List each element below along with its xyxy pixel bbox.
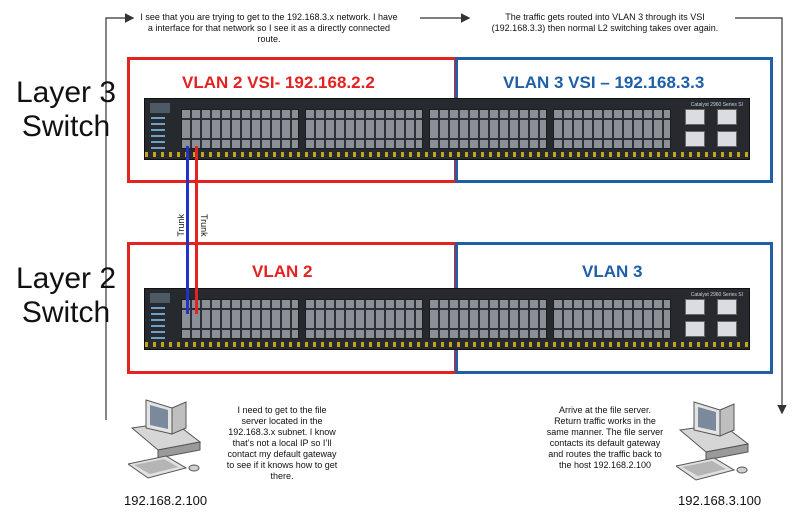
sfp-port-icon <box>685 131 705 147</box>
port-group <box>553 109 671 149</box>
status-leds-icon <box>151 307 165 341</box>
port-group <box>429 299 547 339</box>
port-group <box>429 109 547 149</box>
trunk-cable-blue <box>186 146 189 314</box>
note-host-request: I need to get to the file server located… <box>226 405 338 481</box>
layer3-label: Layer 3 Switch <box>15 76 117 143</box>
trunk-label: Trunk <box>176 214 186 237</box>
sfp-port-icon <box>717 109 737 125</box>
sfp-port-icon <box>717 299 737 315</box>
layer2-switch: Catalyst 2960 Series SI <box>144 288 750 350</box>
host-computer-icon <box>128 399 202 479</box>
port-group <box>553 299 671 339</box>
vlan3-title: VLAN 3 <box>582 262 643 281</box>
layer2-label: Layer 2 Switch <box>15 262 117 329</box>
note-file-server: Arrive at the file server. Return traffi… <box>546 405 664 470</box>
server-computer-icon <box>676 401 750 481</box>
status-leds-icon <box>151 117 165 151</box>
note-router: I see that you are trying to get to the … <box>140 12 398 44</box>
layer3-switch: Catalyst 2960 Series SI <box>144 98 750 160</box>
switch-bezel <box>145 152 749 157</box>
port-group <box>305 299 423 339</box>
cisco-logo-icon <box>150 103 170 113</box>
sfp-port-icon <box>717 131 737 147</box>
vlan3-vsi-title: VLAN 3 VSI – 192.168.3.3 <box>503 73 705 92</box>
flow-line-up <box>105 13 135 420</box>
cisco-logo-icon <box>150 293 170 303</box>
sfp-port-icon <box>685 321 705 337</box>
trunk-label: Trunk <box>199 214 209 237</box>
note-routing-vsi: The traffic gets routed into VLAN 3 thro… <box>491 12 719 33</box>
port-group <box>181 109 299 149</box>
sfp-port-icon <box>685 109 705 125</box>
vlan2-vsi-title: VLAN 2 VSI- 192.168.2.2 <box>182 73 375 92</box>
sfp-port-icon <box>717 321 737 337</box>
host-ip-left: 192.168.2.100 <box>124 493 208 508</box>
switch-bezel <box>145 342 749 347</box>
port-group <box>305 109 423 149</box>
vlan2-title: VLAN 2 <box>252 262 313 281</box>
port-group <box>181 299 299 339</box>
sfp-port-icon <box>685 299 705 315</box>
flow-line-down <box>735 17 787 415</box>
switch-model-label: Catalyst 2960 Series SI <box>690 292 743 298</box>
switch-model-label: Catalyst 2960 Series SI <box>690 102 743 108</box>
host-ip-right: 192.168.3.100 <box>678 493 762 508</box>
trunk-cable-red <box>195 146 198 314</box>
